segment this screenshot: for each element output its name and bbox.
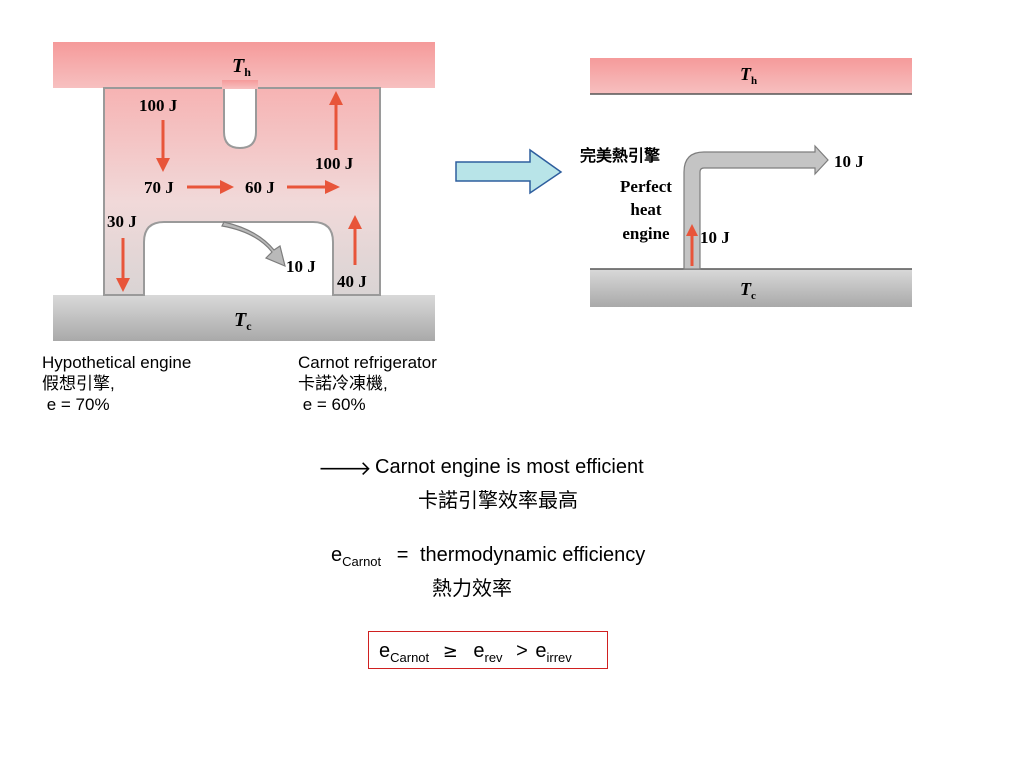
ineq-e3: e (535, 640, 547, 662)
label-refrigerator-out: 100 J (315, 154, 354, 173)
refrigerator-title: Carnot refrigerator (298, 353, 437, 372)
perfect-label-cn: 完美熱引擎 (580, 146, 661, 165)
hypothetical-title-cn: 假想引擎, (42, 374, 115, 393)
perfect-label-line3: engine (622, 224, 670, 243)
label-q-in: 100 J (139, 96, 178, 115)
conclusion-arrow: 🡒 (318, 458, 372, 480)
ineq-e2: e (473, 640, 485, 662)
label-to-refrigerator: 60 J (245, 178, 275, 197)
label-net-work: 10 J (286, 257, 316, 276)
cold-label: Tc (234, 309, 252, 333)
definition-eq: = (396, 544, 409, 566)
ineq-e1: e (379, 640, 391, 662)
definition-rhs: thermodynamic efficiency (419, 544, 646, 566)
definition-cn: 熱力效率 (432, 578, 512, 600)
perfect-work-pipe (683, 144, 829, 270)
label-work-split: 70 J (144, 178, 174, 197)
cold-reservoir (53, 295, 435, 341)
efficiency-inequality-box: eCarnot ≥ erev > eirrev (368, 631, 608, 669)
transition-arrow (455, 148, 563, 195)
conclusion-text-cn: 卡諾引擎效率最高 (418, 490, 578, 512)
label-refrigerator-in: 40 J (337, 272, 367, 291)
ineq-e2-sub: rev (484, 650, 503, 665)
diagram-canvas: Th Tc 100 J 70 J 60 J 100 J 30 J 10 J 40… (53, 42, 912, 341)
hypothetical-efficiency: e = 70% (42, 395, 110, 414)
ineq-e1-sub: Carnot (390, 650, 430, 665)
label-rejected: 30 J (107, 212, 137, 231)
perfect-cold-label: Tc (740, 279, 756, 302)
hypothetical-caption: Hypothetical engine 假想引擎, e = 70% (42, 352, 191, 415)
refrigerator-caption: Carnot refrigerator 卡諾冷凍機, e = 60% (298, 352, 437, 415)
engine-body (103, 87, 381, 296)
ineq-geq: ≥ (442, 641, 458, 662)
ineq-e3-sub: irrev (546, 650, 572, 665)
definition-line: eCarnot = thermodynamic efficiency (331, 544, 645, 569)
perfect-heat-label: 10 J (700, 228, 730, 247)
refrigerator-efficiency: e = 60% (298, 395, 366, 414)
engine-notch (223, 85, 257, 150)
conclusion-text: Carnot engine is most efficient (375, 456, 644, 478)
perfect-hot-reservoir (590, 58, 912, 94)
perfect-work-label: 10 J (834, 152, 864, 171)
definition-sub: Carnot (342, 554, 382, 569)
refrigerator-title-cn: 卡諾冷凍機, (298, 374, 388, 393)
perfect-cold-reservoir (590, 269, 912, 307)
perfect-label-line1: Perfect (620, 177, 672, 196)
hot-label: Th (232, 55, 251, 79)
ineq-gt: > (516, 640, 528, 662)
perfect-label-line2: heat (630, 200, 662, 219)
arrow-net-work (221, 221, 286, 268)
hypothetical-title: Hypothetical engine (42, 353, 192, 372)
definition-lhs: e (331, 544, 343, 566)
perfect-hot-label: Th (740, 64, 757, 87)
